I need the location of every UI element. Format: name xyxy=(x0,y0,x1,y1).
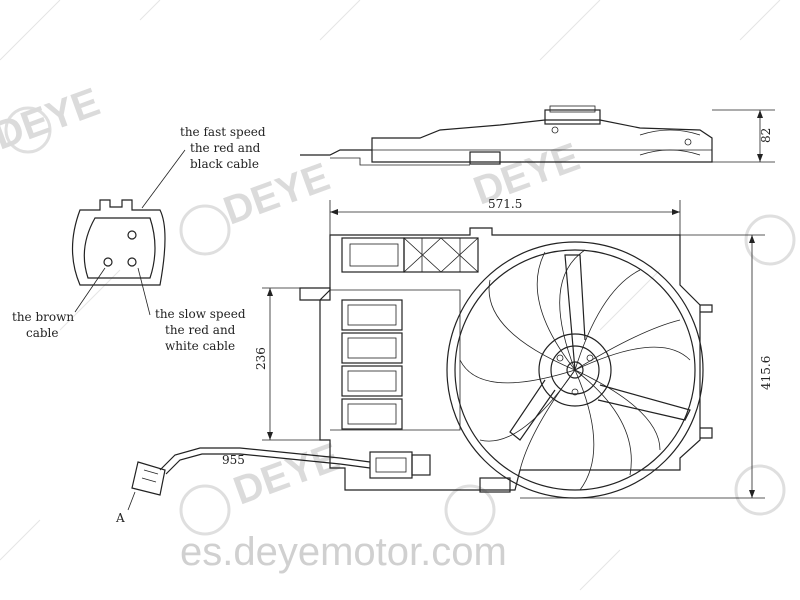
brown-cable-label-line2: cable xyxy=(26,326,59,340)
fast-speed-pin xyxy=(127,230,137,240)
connector-marker-a: A xyxy=(115,511,125,525)
wiring-harness: A 955 xyxy=(115,447,371,525)
slow-speed-label-line3: white cable xyxy=(165,339,235,353)
watermark-brand: DEYE xyxy=(0,80,105,159)
motor-hub xyxy=(538,333,612,407)
depth-dimension: 82 xyxy=(759,128,773,143)
side-view: 82 xyxy=(300,105,775,166)
watermark-brand: DEYE xyxy=(468,135,585,214)
fast-speed-label-line3: black cable xyxy=(190,157,259,171)
cable-length-dimension: 955 xyxy=(222,453,245,467)
fast-speed-label-line1: the fast speed xyxy=(180,125,266,139)
slow-speed-label-line1: the slow speed xyxy=(155,307,246,321)
connector-diagram: the fast speed the red and black cable t… xyxy=(12,125,266,353)
front-view xyxy=(299,227,713,499)
width-dimension: 571.5 xyxy=(488,197,522,211)
fan-blades xyxy=(459,249,691,491)
height-dimension: 415.6 xyxy=(759,356,773,390)
watermark-url: es.deyemotor.com xyxy=(180,530,507,574)
front-dimensions: 571.5 415.6 236 xyxy=(254,197,773,499)
slow-speed-label-line2: the red and xyxy=(165,323,236,337)
harness-connector-a xyxy=(131,461,166,496)
fast-speed-label-line2: the red and xyxy=(190,141,261,155)
mount-dimension: 236 xyxy=(254,347,268,370)
watermark-brand: DEYE xyxy=(228,435,345,514)
brown-cable-label-line1: the brown xyxy=(12,310,74,324)
brown-pin xyxy=(103,257,113,267)
slow-speed-pin xyxy=(127,257,137,267)
